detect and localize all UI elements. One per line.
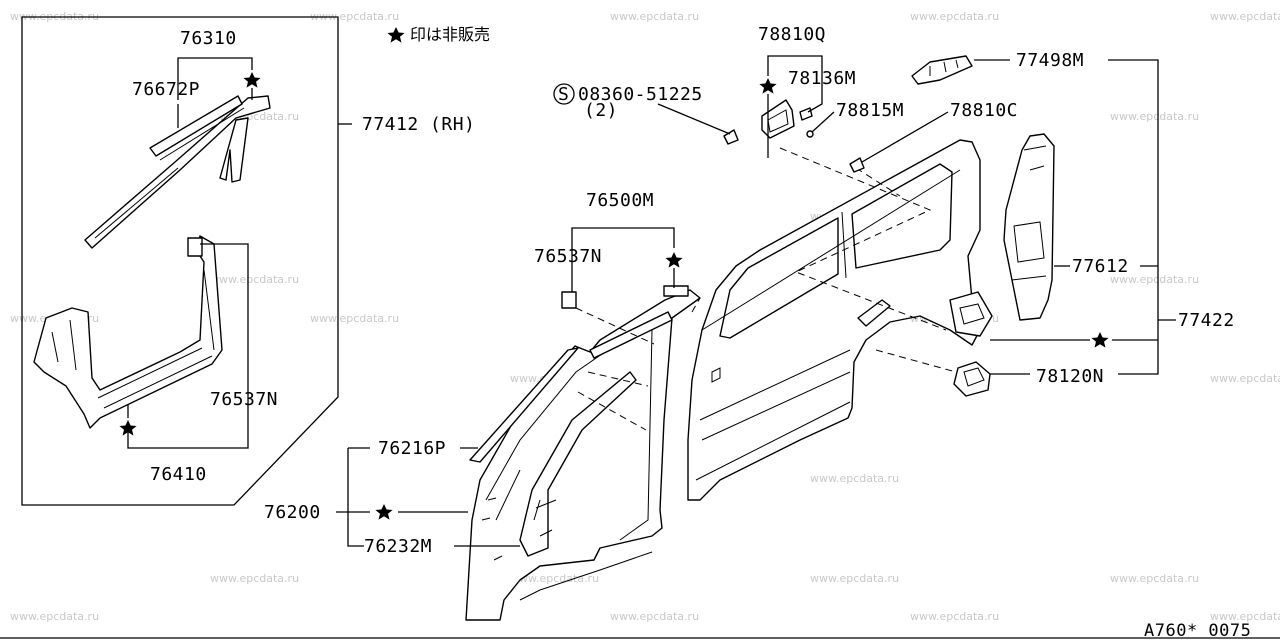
watermark: www.epcdata.ru [810,472,899,485]
watermark: www.epcdata.ru [610,10,699,23]
label-76200: 76200 [264,502,321,523]
label-78810C: 78810C [950,100,1018,121]
label-77422: 77422 [1178,310,1235,331]
inset-border [21,16,339,506]
clip-78136M [799,107,813,121]
leader-line [177,57,253,100]
panel-detail [959,303,985,325]
part-78815M [806,130,814,138]
leader-line [1108,59,1159,375]
watermark: www.epcdata.ru [310,312,399,325]
label-76537N-mid: 76537N [534,246,602,267]
pillar-piece [219,117,249,183]
fuel-lid-78810Q [761,99,795,139]
part-detail [94,107,245,239]
legend-text: 印は非販売 [410,25,490,44]
part-detail [963,367,985,387]
label-78810Q: 78810Q [758,24,826,45]
label-76672P: 76672P [132,79,200,100]
watermark: www.epcdata.ru [1110,273,1199,286]
watermark: www.epcdata.ru [210,572,299,585]
trim-strip-76672P [149,95,243,157]
watermark: www.epcdata.ru [1110,572,1199,585]
label-08360-qty: (2) [584,100,618,121]
part-detail [1011,145,1047,281]
trim-strip-76216P [469,347,579,463]
leader-line [571,227,675,292]
watermark: www.epcdata.ru [910,610,999,623]
label-78815M: 78815M [836,100,904,121]
leader-line [811,111,835,133]
side-outer-panel [465,289,701,621]
star-icon [665,252,683,268]
fuel-lid-recess [857,299,891,327]
front-side-outer-76200 [465,285,701,621]
bracket-77498M [911,55,973,85]
inset-box-77412: 77412 (RH) 76310 76672P 76537N 76410 [21,16,475,506]
label-77498M: 77498M [1016,50,1084,71]
label-78136M: 78136M [788,68,856,89]
leader-line [767,55,823,113]
label-76232M: 76232M [364,536,432,557]
panel-detail [533,499,557,537]
star-icon [375,504,393,520]
part-detail [767,109,789,133]
roof-bracket [663,285,689,297]
panel-detail [711,367,721,383]
watermark: www.epcdata.ru [1210,372,1280,385]
bolt-symbol-icon [553,83,575,105]
star-icon [1091,332,1109,348]
star-icon [119,420,137,436]
inner-panel-77612 [1003,133,1055,321]
rear-body-side-77422 [687,139,993,501]
leader-line [127,243,249,449]
bolt-symbol-letter: S [558,84,569,105]
panel-detail [485,317,661,601]
label-76537N-left: 76537N [210,389,278,410]
label-08360-51225: 08360-51225 [578,84,703,105]
label-76216P: 76216P [378,438,446,459]
panel-detail [695,169,961,481]
watermark: www.epcdata.ru [910,10,999,23]
roof-rail-part [84,95,271,249]
fuel-base-78120N [953,361,991,397]
watermark: www.epcdata.ru [10,610,99,623]
rear-corner-part [949,291,993,337]
panel-detail [481,497,503,561]
watermark: www.epcdata.ru [210,273,299,286]
lower-sill-part [33,235,223,429]
bracket-76537N [187,237,203,257]
label-76500M: 76500M [586,190,654,211]
star-icon [243,72,261,88]
assembly-line [575,297,701,431]
inner-pillar [519,371,637,557]
part-detail [51,269,215,409]
watermark: www.epcdata.ru [610,610,699,623]
part-detail [929,59,959,76]
watermark: www.epcdata.ru [1210,610,1280,623]
leader-line [861,111,949,163]
label-76310: 76310 [180,28,237,49]
star-icon [387,27,405,43]
leader-line [657,103,731,135]
watermark: www.epcdata.ru [810,572,899,585]
window-opening-1 [719,217,839,339]
watermark: www.epcdata.ru [310,10,399,23]
leader-line [347,447,370,547]
bracket-76537N [561,291,577,309]
label-76410: 76410 [150,464,207,485]
stopper-78810C [849,157,865,173]
roof-trim [589,311,673,359]
label-78120N: 78120N [1036,366,1104,387]
label-77412: 77412 (RH) [362,114,475,135]
watermark: www.epcdata.ru [510,572,599,585]
watermark: www.epcdata.ru [1110,110,1199,123]
bolt-icon [723,129,739,145]
watermark: www.epcdata.ru [1210,10,1280,23]
diagram-code: A760* 0075 [1144,621,1251,640]
label-77612: 77612 [1072,256,1129,277]
star-icon [759,78,777,94]
